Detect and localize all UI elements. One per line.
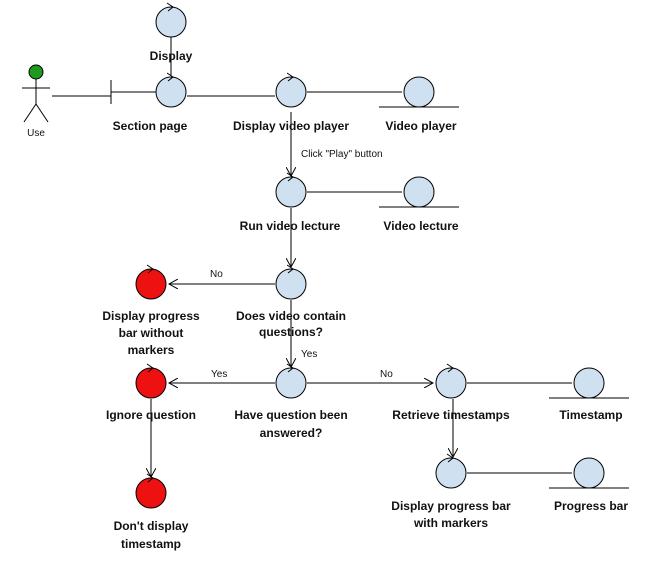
control-run-video-lecture: [275, 172, 307, 208]
label-progress-with-line1: Display progress bar: [391, 499, 511, 513]
label-retrieve-timestamps: Retrieve timestamps: [392, 408, 510, 422]
label-progress-without-line2: bar without: [119, 326, 184, 340]
label-dont-display-line2: timestamp: [121, 537, 181, 551]
label-progress-bar: Progress bar: [554, 499, 628, 513]
label-timestamp: Timestamp: [559, 408, 622, 422]
edge-label-yes-2: Yes: [211, 369, 227, 380]
label-video-player: Video player: [385, 119, 456, 133]
control-ignore-question: [135, 363, 167, 399]
actor-figure: [22, 64, 50, 123]
label-progress-with-line2: with markers: [413, 516, 488, 530]
entity-progress-bar: [549, 457, 629, 489]
label-have-answered-line2: answered?: [260, 426, 323, 440]
edge-label-no-1: No: [210, 269, 223, 280]
edge-label-no-2: No: [380, 369, 393, 380]
label-display-video-player: Display video player: [233, 119, 349, 133]
control-retrieve-timestamps: [435, 363, 467, 399]
label-progress-without-line1: Display progress: [102, 309, 200, 323]
edge-label-yes-1: Yes: [301, 349, 317, 360]
associations: [52, 32, 572, 474]
flow-arrows: [151, 112, 453, 477]
control-display-video-player: [275, 72, 307, 108]
actor-head: [28, 64, 44, 80]
control-does-video-contain-questions: [275, 264, 307, 300]
label-display: Display: [150, 49, 193, 63]
entity-video-lecture: [379, 176, 459, 208]
control-dont-display-timestamp: [135, 473, 167, 509]
label-dont-display-line1: Don't display: [114, 519, 189, 533]
control-display-progress-bar-without-markers: [135, 264, 167, 300]
label-does-video-contain-line1: Does video contain: [236, 309, 346, 323]
edge-label-click-play: Click "Play" button: [301, 149, 383, 160]
label-does-video-contain-line2: questions?: [259, 325, 323, 339]
label-ignore-question: Ignore question: [106, 408, 196, 422]
label-progress-without-line3: markers: [128, 343, 175, 357]
control-have-question-answered: [275, 363, 307, 399]
control-section-page: [155, 72, 187, 108]
label-have-answered-line1: Have question been: [234, 408, 347, 422]
label-video-lecture: Video lecture: [383, 219, 458, 233]
label-run-video-lecture: Run video lecture: [240, 219, 341, 233]
control-display-progress-bar-with-markers: [435, 453, 467, 489]
entity-timestamp: [549, 367, 629, 399]
actor-label: Use: [27, 128, 45, 139]
control-display: [155, 2, 187, 38]
label-section-page: Section page: [113, 119, 188, 133]
entity-video-player: [379, 76, 459, 108]
